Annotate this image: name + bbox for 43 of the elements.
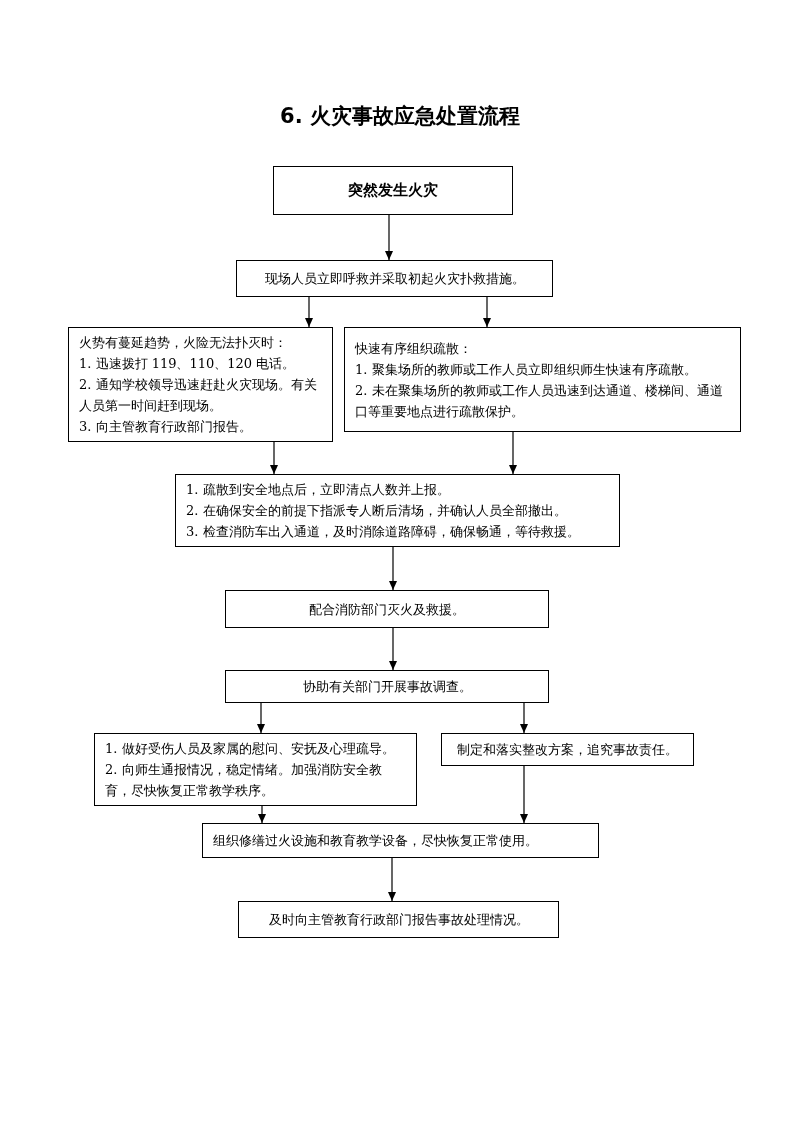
process-box <box>175 474 620 547</box>
step-text: 配合消防部门灭火及救援。 <box>308 600 466 619</box>
step-text: 突然发生火灾 <box>347 180 439 201</box>
step-text: 协助有关部门开展事故调查。 <box>301 678 473 696</box>
arrow <box>520 765 528 824</box>
step-text: 制定和落实整改方案，追究事故责任。 <box>456 741 679 759</box>
arrow <box>385 214 393 261</box>
step-text: 1. 做好受伤人员及家属的慰问、安抚及心理疏导。 <box>105 740 396 758</box>
process-box <box>202 823 599 858</box>
arrow <box>257 702 265 734</box>
step-text: 及时向主管教育行政部门报告事故处理情况。 <box>267 911 530 929</box>
title: 6. 火灾事故应急处置流程 <box>279 103 521 130</box>
process-box <box>68 327 333 442</box>
step-text: 3. 向主管教育行政部门报告。 <box>79 418 253 436</box>
step-text: 1. 聚集场所的教师或工作人员立即组织师生快速有序疏散。 <box>355 360 698 379</box>
step-text: 3. 检查消防车出入通道，及时消除道路障碍，确保畅通，等待救援。 <box>186 523 581 541</box>
step-text: 2. 通知学校领导迅速赶赴火灾现场。有关人员第一时间赶到现场。 <box>79 376 318 415</box>
arrow <box>483 296 491 328</box>
step-text: 快速有序组织疏散： <box>355 339 473 358</box>
process-box <box>225 670 549 703</box>
step-text: 1. 疏散到安全地点后，立即清点人数并上报。 <box>186 481 451 499</box>
arrow <box>258 805 266 824</box>
process-box <box>225 590 549 628</box>
arrow <box>509 431 517 475</box>
arrow <box>389 546 397 591</box>
process-box <box>344 327 741 432</box>
step-text: 火势有蔓延趋势，火险无法扑灭时： <box>79 334 288 352</box>
process-box <box>441 733 694 766</box>
process-box <box>94 733 417 806</box>
process-box <box>238 901 559 938</box>
step-text: 1. 迅速拨打 119、110、120 电话。 <box>79 355 297 373</box>
step-text: 组织修缮过火设施和教育教学设备，尽快恢复正常使用。 <box>213 832 539 850</box>
process-box <box>273 166 513 215</box>
arrow <box>270 441 278 475</box>
step-text: 2. 未在聚集场所的教师或工作人员迅速到达通道、楼梯间、通道口等重要地点进行疏散保护。 <box>355 381 724 421</box>
arrow <box>388 857 396 902</box>
step-text: 现场人员立即呼救并采取初起火灾扑救措施。 <box>263 270 526 288</box>
step-text: 2. 在确保安全的前提下指派专人断后清场，并确认人员全部撤出。 <box>186 502 568 520</box>
arrow <box>520 702 528 734</box>
process-box <box>236 260 553 297</box>
step-text: 2. 向师生通报情况，稳定情绪。加强消防安全教育，尽快恢复正常教学秩序。 <box>105 761 383 800</box>
arrow <box>389 627 397 671</box>
arrow <box>305 296 313 328</box>
